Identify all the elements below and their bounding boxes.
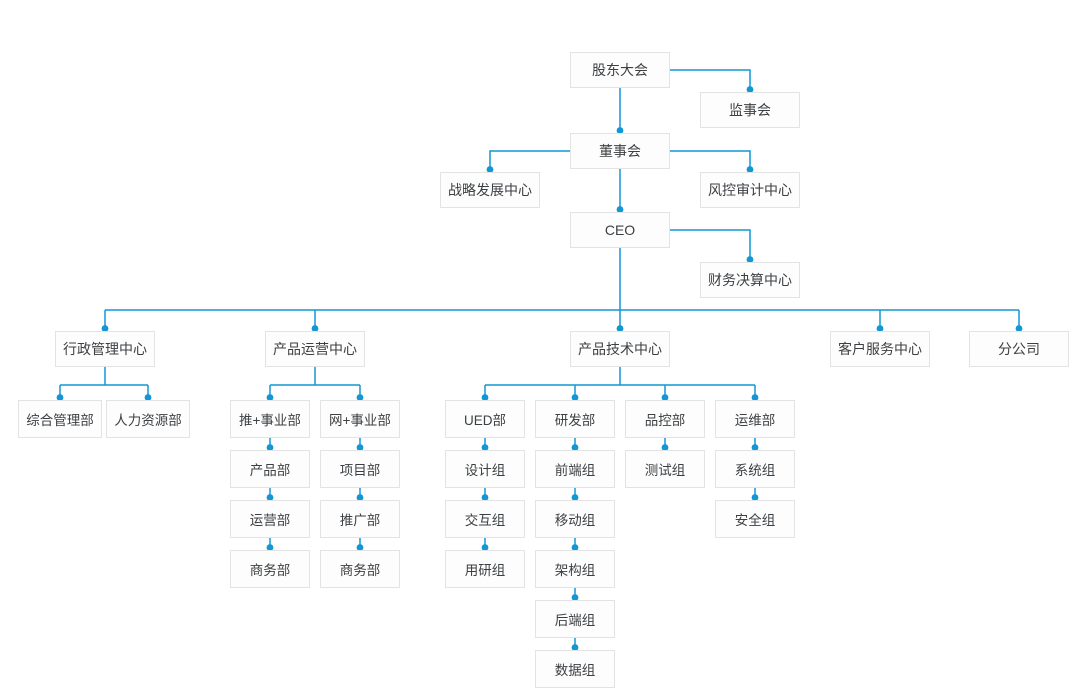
org-node-risk-audit-center: 风控审计中心: [700, 172, 800, 208]
org-node-testing-group: 测试组: [625, 450, 705, 488]
org-node-general-mgmt-dept: 综合管理部: [18, 400, 102, 438]
org-node-frontend-group: 前端组: [535, 450, 615, 488]
org-node-supervisory-board: 监事会: [700, 92, 800, 128]
org-node-customer-service-center: 客户服务中心: [830, 331, 930, 367]
org-node-admin-center: 行政管理中心: [55, 331, 155, 367]
org-node-design-group: 设计组: [445, 450, 525, 488]
org-node-ops-maintenance-dept: 运维部: [715, 400, 795, 438]
org-node-wang-business-dept: 网+事业部: [320, 400, 400, 438]
org-node-tui-business-dept: 推+事业部: [230, 400, 310, 438]
org-node-finance-center: 财务决算中心: [700, 262, 800, 298]
connector-line: [670, 229, 751, 262]
org-node-ued-dept: UED部: [445, 400, 525, 438]
org-node-interaction-group: 交互组: [445, 500, 525, 538]
org-node-backend-group: 后端组: [535, 600, 615, 638]
org-node-product-tech-center: 产品技术中心: [570, 331, 670, 367]
org-node-business-dept-right: 商务部: [320, 550, 400, 588]
org-node-branch-company: 分公司: [969, 331, 1069, 367]
org-node-data-group: 数据组: [535, 650, 615, 688]
connector-line: [670, 150, 751, 172]
org-node-system-group: 系统组: [715, 450, 795, 488]
org-node-qc-dept: 品控部: [625, 400, 705, 438]
org-node-rd-dept: 研发部: [535, 400, 615, 438]
org-node-mobile-group: 移动组: [535, 500, 615, 538]
connector-line: [670, 69, 751, 92]
org-node-product-ops-center: 产品运营中心: [265, 331, 365, 367]
org-node-business-dept-left: 商务部: [230, 550, 310, 588]
org-node-ceo: CEO: [570, 212, 670, 248]
org-node-user-research-group: 用研组: [445, 550, 525, 588]
connector-line: [489, 150, 570, 172]
org-node-security-group: 安全组: [715, 500, 795, 538]
org-node-board-of-directors: 董事会: [570, 133, 670, 169]
org-node-strategy-center: 战略发展中心: [440, 172, 540, 208]
org-node-promotion-dept: 推广部: [320, 500, 400, 538]
org-node-architecture-group: 架构组: [535, 550, 615, 588]
org-node-hr-dept: 人力资源部: [106, 400, 190, 438]
org-node-product-dept: 产品部: [230, 450, 310, 488]
org-node-project-dept: 项目部: [320, 450, 400, 488]
org-node-shareholders-meeting: 股东大会: [570, 52, 670, 88]
org-node-operations-dept: 运营部: [230, 500, 310, 538]
